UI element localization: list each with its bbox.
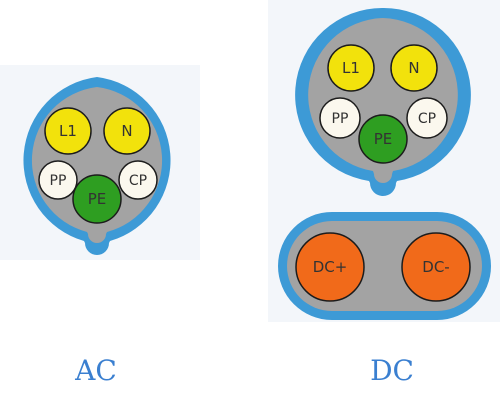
ac-pin-cp-label: CP bbox=[129, 173, 147, 189]
dc-pin-l1-label: L1 bbox=[342, 59, 360, 77]
dc-pin-l1: L1 bbox=[327, 44, 375, 92]
ac-pin-n: N bbox=[103, 107, 151, 155]
dc-pin-pe: PE bbox=[358, 114, 408, 164]
dc-pin-dc-plus: DC+ bbox=[295, 232, 365, 302]
dc-pin-dc-minus-label: DC- bbox=[422, 258, 449, 276]
ac-pin-n-label: N bbox=[121, 122, 132, 140]
dc-pin-cp: CP bbox=[406, 97, 448, 139]
dc-pin-dc-minus: DC- bbox=[401, 232, 471, 302]
ac-pin-pe-label: PE bbox=[88, 190, 107, 208]
ac-connector: L1 N PP CP PE bbox=[23, 77, 171, 255]
dc-pin-dc-plus-label: DC+ bbox=[313, 258, 348, 276]
dc-pin-pp: PP bbox=[319, 97, 361, 139]
dc-pin-cp-label: CP bbox=[418, 111, 436, 127]
dc-caption: DC bbox=[370, 354, 414, 387]
dc-pin-pp-label: PP bbox=[332, 111, 349, 127]
dc-connector-top: L1 N PP CP PE bbox=[295, 7, 471, 196]
dc-pin-n: N bbox=[390, 44, 438, 92]
ac-pin-l1: L1 bbox=[44, 107, 92, 155]
dc-pin-n-label: N bbox=[408, 59, 419, 77]
ac-caption: AC bbox=[74, 354, 117, 387]
ac-pin-pp-label: PP bbox=[50, 173, 67, 189]
ac-pin-cp: CP bbox=[118, 160, 158, 200]
ac-pin-pp: PP bbox=[38, 160, 78, 200]
ac-pin-l1-label: L1 bbox=[59, 122, 77, 140]
dc-connector-bottom: DC+ DC- bbox=[278, 212, 491, 320]
dc-pin-pe-label: PE bbox=[374, 130, 393, 148]
ac-pin-pe: PE bbox=[72, 174, 122, 224]
